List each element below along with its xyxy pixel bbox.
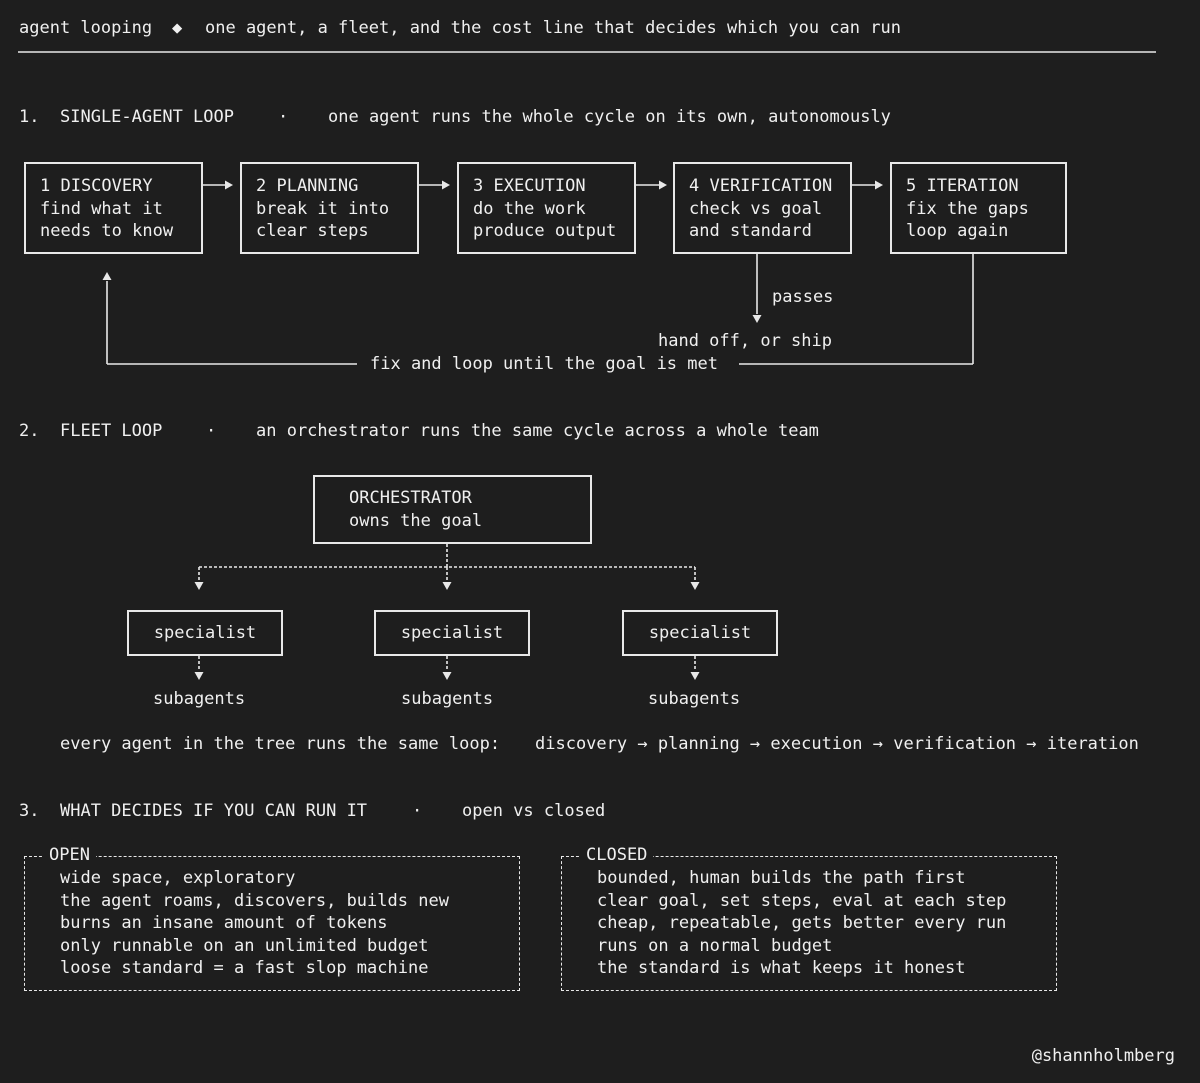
header-tagline: one agent, a fleet, and the cost line th… <box>205 18 901 38</box>
section1-number: 1. <box>19 107 40 127</box>
closed-line: runs on a normal budget <box>597 935 833 956</box>
author-handle: @shannholmberg <box>1031 1046 1175 1066</box>
step-discovery-box: 1 DISCOVERY find what it needs to know <box>24 162 203 254</box>
open-line: the agent roams, discovers, builds new <box>60 890 449 911</box>
passes-label: passes <box>772 287 834 307</box>
orchestrator-subtitle: owns the goal <box>349 510 483 531</box>
step-line: do the work <box>473 198 586 219</box>
step-line: check vs goal <box>689 198 823 219</box>
loop-back-label: fix and loop until the goal is met <box>370 354 718 374</box>
open-line: wide space, exploratory <box>60 868 296 888</box>
open-line: only runnable on an unlimited budget <box>60 935 429 956</box>
orchestrator-title: ORCHESTRATOR <box>349 488 472 508</box>
subagents-label: subagents <box>153 689 246 709</box>
section3-title: WHAT DECIDES IF YOU CAN RUN IT <box>60 801 368 821</box>
step-line: break it into <box>256 198 390 219</box>
specialist-box: specialist <box>622 610 778 656</box>
section3-separator: · <box>412 801 423 821</box>
diamond-icon: ◆ <box>172 18 183 38</box>
closed-line: clear goal, set steps, eval at each step <box>597 890 1007 911</box>
subagents-label: subagents <box>648 689 741 709</box>
step-title: 1 DISCOVERY <box>40 176 153 196</box>
step-line: fix the gaps <box>906 198 1029 219</box>
open-line: burns an insane amount of tokens <box>60 913 388 933</box>
section3-number: 3. <box>19 801 40 821</box>
step-planning-box: 2 PLANNING break it into clear steps <box>240 162 419 254</box>
section1-description: one agent runs the whole cycle on its ow… <box>328 107 891 127</box>
step-iteration-box: 5 ITERATION fix the gaps loop again <box>890 162 1067 254</box>
section3-description: open vs closed <box>462 801 606 821</box>
step-title: 5 ITERATION <box>906 176 1019 196</box>
step-line: needs to know <box>40 221 174 241</box>
loop-sequence: discovery → planning → execution → verif… <box>535 734 1139 754</box>
step-title: 4 VERIFICATION <box>689 176 833 196</box>
section2-description: an orchestrator runs the same cycle acro… <box>256 421 819 441</box>
step-execution-box: 3 EXECUTION do the work produce output <box>457 162 636 254</box>
specialist-label: specialist <box>400 623 504 643</box>
section2-number: 2. <box>19 421 40 441</box>
specialist-box: specialist <box>127 610 283 656</box>
step-title: 2 PLANNING <box>256 176 359 196</box>
specialist-label: specialist <box>153 623 257 643</box>
header-title: agent looping <box>19 18 153 38</box>
specialist-label: specialist <box>648 623 752 643</box>
specialist-box: specialist <box>374 610 530 656</box>
closed-line: bounded, human builds the path first <box>597 868 966 888</box>
closed-panel-title: CLOSED <box>580 844 654 866</box>
ship-label: hand off, or ship <box>658 331 832 351</box>
orchestrator-box: ORCHESTRATOR owns the goal <box>313 475 592 544</box>
step-title: 3 EXECUTION <box>473 176 586 196</box>
step-line: clear steps <box>256 221 369 241</box>
open-panel: OPEN wide space, exploratory the agent r… <box>24 844 520 991</box>
section2-title: FLEET LOOP <box>60 421 163 441</box>
closed-line: the standard is what keeps it honest <box>597 958 966 978</box>
step-line: find what it <box>40 198 163 219</box>
step-line: loop again <box>906 221 1009 241</box>
step-line: produce output <box>473 221 617 241</box>
closed-panel: CLOSED bounded, human builds the path fi… <box>561 844 1057 991</box>
step-line: and standard <box>689 221 812 241</box>
section1-title: SINGLE-AGENT LOOP <box>60 107 234 127</box>
section2-separator: · <box>206 421 217 441</box>
subagents-label: subagents <box>401 689 494 709</box>
open-line: loose standard = a fast slop machine <box>60 958 429 978</box>
step-verification-box: 4 VERIFICATION check vs goal and standar… <box>673 162 852 254</box>
section1-separator: · <box>278 107 289 127</box>
loop-intro: every agent in the tree runs the same lo… <box>60 734 501 754</box>
closed-line: cheap, repeatable, gets better every run <box>597 913 1007 933</box>
open-panel-title: OPEN <box>43 844 96 866</box>
